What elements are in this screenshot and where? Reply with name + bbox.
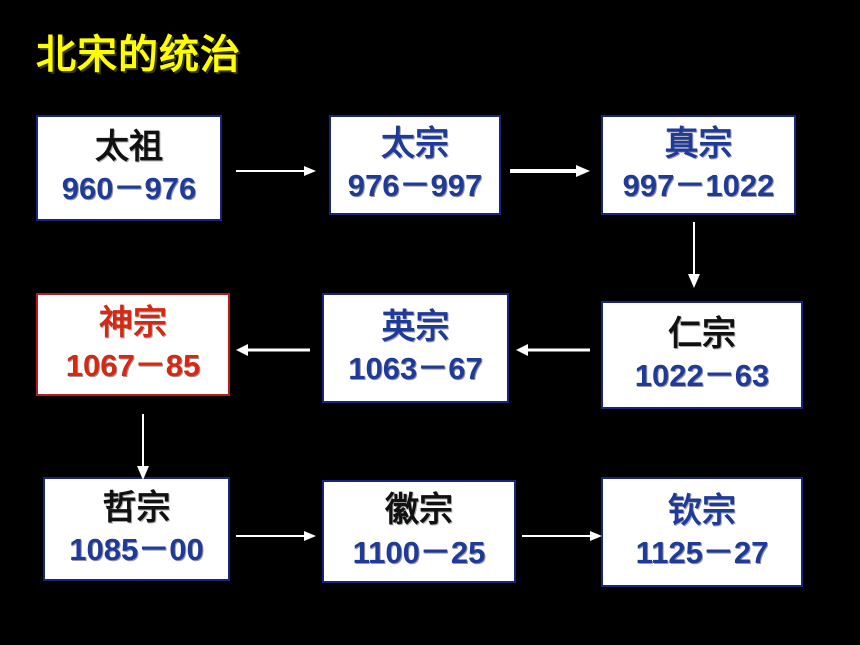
emperor-box-yingzong: 英宗 1063－67 bbox=[322, 293, 509, 403]
emperor-box-qinzong: 钦宗 1125－27 bbox=[601, 477, 803, 587]
reign-years: 1067－85 bbox=[65, 347, 201, 383]
arrow-right-icon bbox=[236, 531, 316, 541]
arrow-left-icon bbox=[516, 344, 590, 356]
arrow-down-icon bbox=[688, 222, 700, 288]
emperor-box-renzong: 仁宗 1022－63 bbox=[601, 301, 803, 409]
emperor-name: 英宗 bbox=[381, 306, 450, 347]
reign-years: 997－1022 bbox=[622, 168, 775, 204]
emperor-name: 钦宗 bbox=[668, 490, 736, 531]
reign-years: 1085－00 bbox=[69, 532, 204, 568]
reign-years: 1100－25 bbox=[352, 534, 486, 570]
reign-years: 1063－67 bbox=[348, 351, 483, 387]
reign-years: 1125－27 bbox=[635, 535, 769, 571]
arrow-right-icon bbox=[236, 166, 316, 176]
arrow-right-icon bbox=[510, 165, 590, 177]
emperor-name: 真宗 bbox=[664, 123, 733, 164]
reign-years: 976－997 bbox=[347, 168, 483, 204]
emperor-box-taizong: 太宗 976－997 bbox=[329, 115, 501, 215]
reign-years: 1022－63 bbox=[634, 358, 770, 394]
arrow-left-icon bbox=[236, 344, 310, 356]
emperor-box-shenzong: 神宗 1067－85 bbox=[36, 293, 230, 396]
emperor-box-zhenzong: 真宗 997－1022 bbox=[601, 115, 796, 215]
emperor-name: 太宗 bbox=[381, 123, 449, 164]
emperor-name: 仁宗 bbox=[668, 313, 736, 354]
reign-years: 960－976 bbox=[61, 171, 197, 207]
arrow-right-icon bbox=[522, 531, 602, 541]
emperor-box-huizong: 徽宗 1100－25 bbox=[322, 480, 516, 583]
emperor-name: 哲宗 bbox=[102, 487, 171, 528]
emperor-name: 太祖 bbox=[95, 126, 163, 167]
page-title: 北宋的统治 bbox=[36, 32, 241, 78]
arrow-down-icon bbox=[137, 414, 149, 480]
emperor-box-zhezong: 哲宗 1085－00 bbox=[43, 477, 230, 581]
emperor-name: 神宗 bbox=[99, 303, 167, 344]
emperor-box-taizu: 太祖 960－976 bbox=[36, 115, 222, 221]
emperor-name: 徽宗 bbox=[385, 490, 453, 531]
